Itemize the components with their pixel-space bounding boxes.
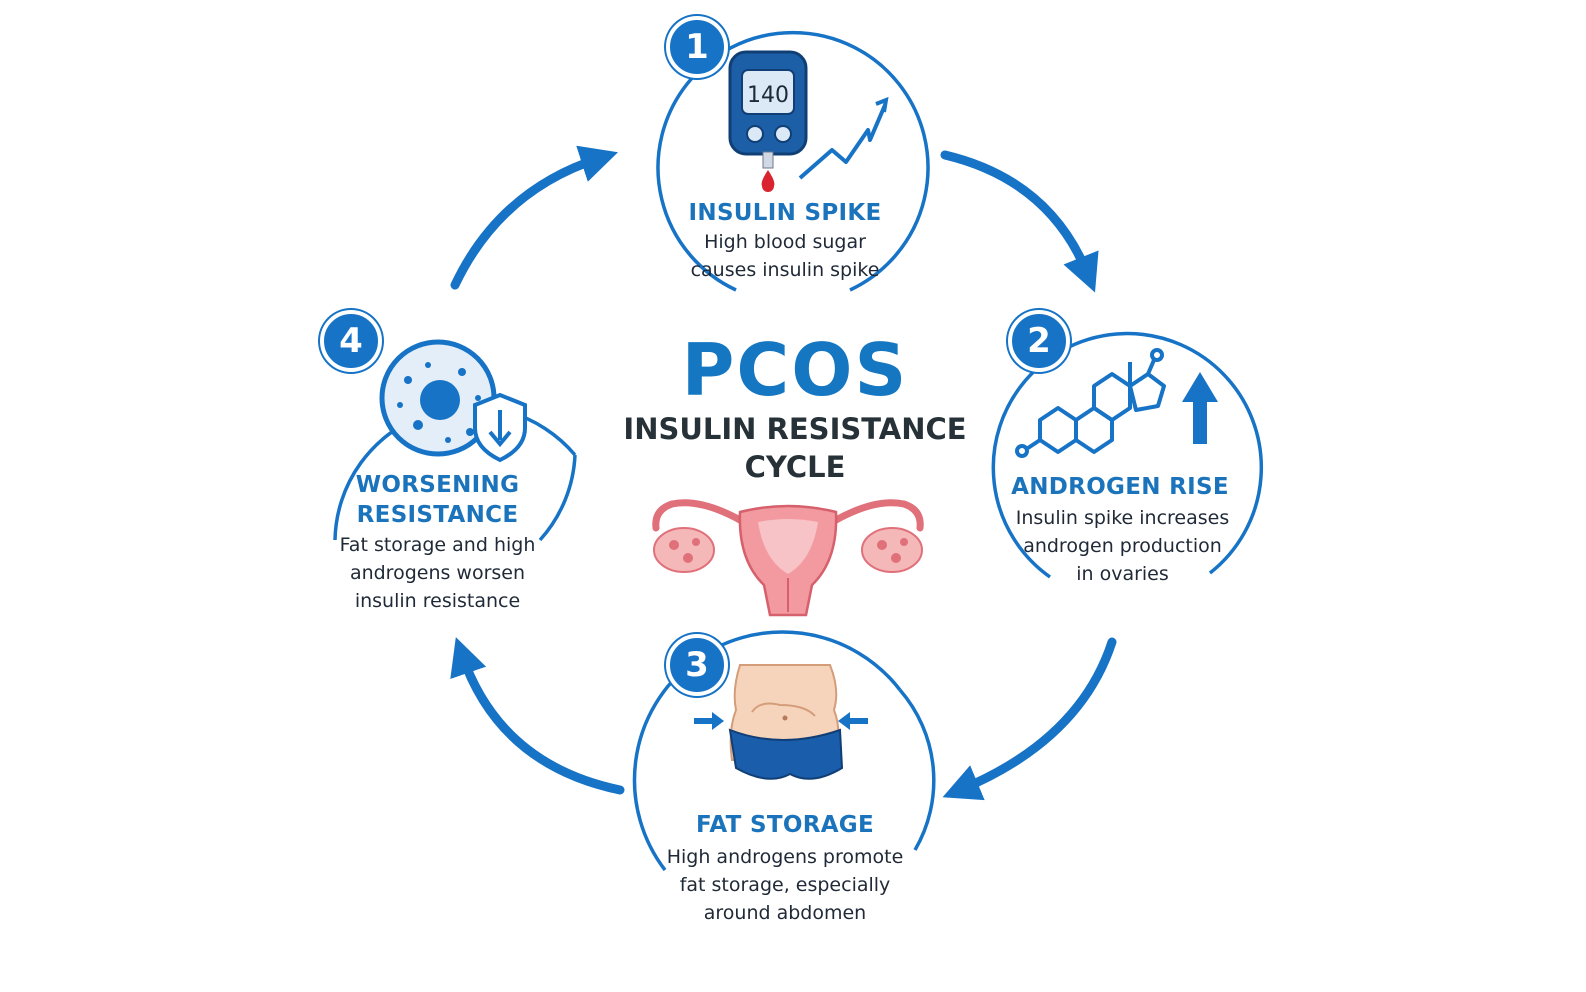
stage-4-desc-line-1: Fat storage and high — [339, 534, 536, 556]
center-subtitle: INSULIN RESISTANCE CYCLE — [600, 410, 990, 486]
stage-3-description: High androgens promote fat storage, espe… — [640, 843, 930, 927]
center-subtitle-line-2: CYCLE — [744, 450, 846, 484]
glucose-meter-icon: 140 — [728, 50, 808, 192]
stage-3-badge: 3 — [666, 634, 728, 696]
stage-4-badge: 4 — [320, 310, 382, 372]
up-arrow-icon — [1182, 372, 1218, 444]
cell-shield-icon — [379, 339, 527, 463]
uterus-illustration — [652, 499, 924, 617]
center-subtitle-line-1: INSULIN RESISTANCE — [623, 412, 967, 446]
stage-4-desc-line-2: androgens worsen — [349, 562, 526, 584]
stage-4-description: Fat storage and high androgens worsen in… — [310, 531, 565, 615]
stage-4-title-line-1: WORSENING — [355, 472, 520, 498]
arrow-1-to-2 — [940, 150, 1099, 293]
steroid-molecule-icon — [1015, 348, 1166, 458]
stage-1-desc-line-1: High blood sugar — [704, 231, 866, 253]
stage-3-title: FAT STORAGE — [696, 812, 874, 838]
arrow-2-to-3 — [942, 637, 1117, 801]
stage-3-desc-line-3: around abdomen — [703, 902, 867, 924]
stage-2-desc-line-1: Insulin spike increases — [1015, 507, 1230, 529]
stage-3-desc-line-1: High androgens promote — [666, 846, 904, 868]
stage-1-circle — [656, 30, 930, 292]
stage-2-description: Insulin spike increases androgen product… — [980, 504, 1265, 588]
center-title: PCOS — [681, 328, 909, 412]
stage-2-title: ANDROGEN RISE — [1011, 474, 1229, 500]
stage-1-description: High blood sugar causes insulin spike — [640, 228, 930, 284]
stage-4-desc-line-3: insulin resistance — [354, 590, 521, 612]
abdomen-icon — [694, 664, 868, 780]
arrow-3-to-4 — [450, 637, 625, 795]
stage-2-desc-line-2: androgen production — [1023, 535, 1222, 557]
meter-reading: 140 — [747, 83, 789, 108]
stage-4-title: WORSENING RESISTANCE — [320, 470, 555, 530]
stage-2-circle — [991, 331, 1264, 579]
stage-4-title-line-2: RESISTANCE — [356, 502, 519, 528]
stage-1-title: INSULIN SPIKE — [688, 200, 882, 226]
arrow-4-to-1 — [450, 145, 618, 290]
rising-trend-icon — [798, 96, 889, 180]
stage-2-desc-line-3: in ovaries — [1076, 563, 1169, 585]
stage-2-badge: 2 — [1008, 310, 1070, 372]
stage-1-badge: 1 — [666, 16, 728, 78]
stage-3-desc-line-2: fat storage, especially — [679, 874, 891, 896]
stage-1-desc-line-2: causes insulin spike — [690, 259, 880, 281]
